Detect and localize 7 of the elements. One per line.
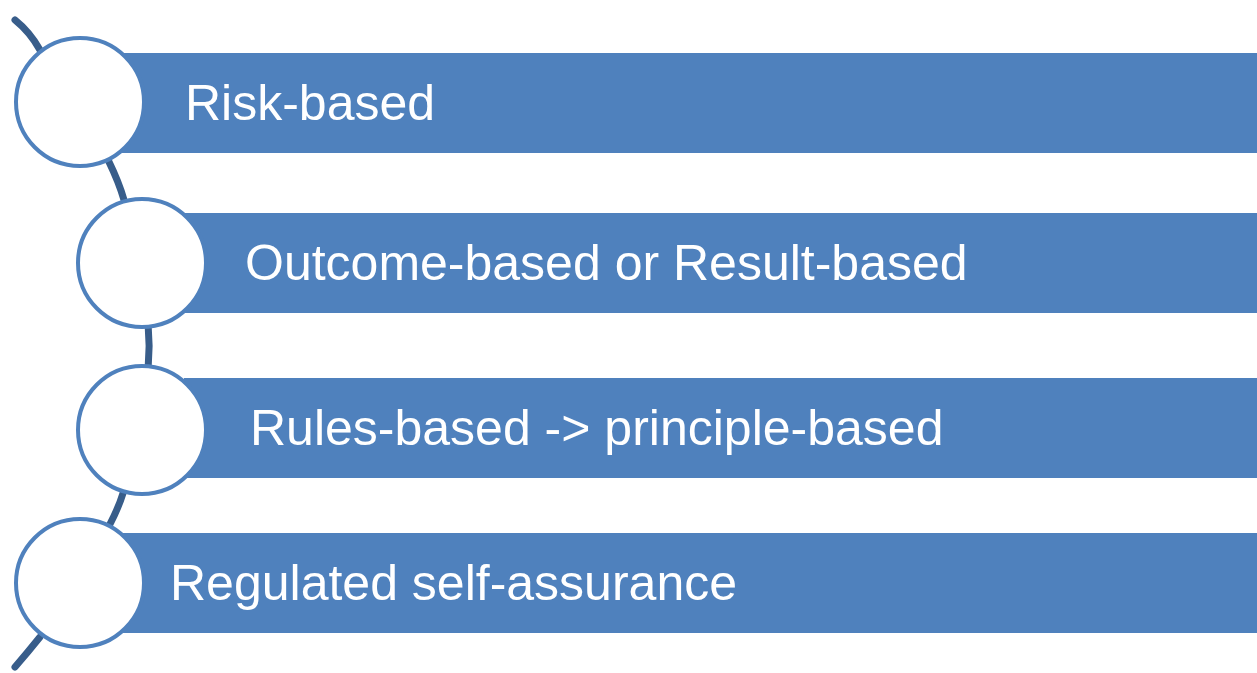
list-bar bbox=[184, 213, 1257, 313]
list-bar bbox=[120, 53, 1257, 153]
bar-label: Risk-based bbox=[185, 74, 436, 132]
list-bar bbox=[184, 378, 1257, 478]
bar-label: Outcome-based or Result-based bbox=[245, 234, 968, 292]
bar-label: Regulated self-assurance bbox=[170, 554, 737, 612]
bar-label: Rules-based -> principle-based bbox=[250, 399, 944, 457]
